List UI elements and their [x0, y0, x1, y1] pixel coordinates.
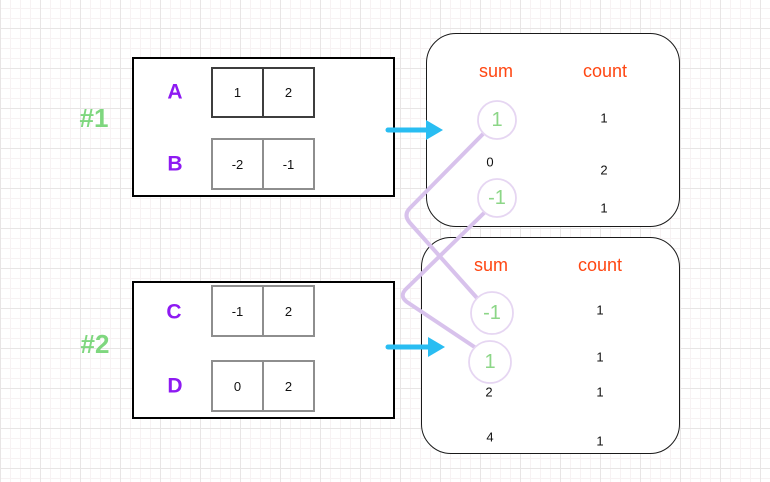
array-a-cell-1: 2 — [262, 69, 313, 116]
array-d-cell-1: 2 — [262, 362, 313, 410]
table-2-sum-1: 1 — [484, 351, 496, 373]
table-1-count-2: 1 — [600, 200, 608, 216]
array-b-cells: -2 -1 — [211, 138, 315, 190]
array-b-cell-1: -1 — [262, 140, 313, 188]
sum-count-table-2 — [421, 237, 680, 454]
array-a-cells: 1 2 — [211, 67, 315, 118]
table-2-count-2: 1 — [596, 384, 604, 400]
array-c-cells: -1 2 — [211, 285, 315, 337]
table-2-sum-3: 4 — [486, 429, 494, 445]
table-2-sum-0: -1 — [483, 302, 501, 324]
array-b-cell-0: -2 — [231, 156, 244, 172]
table-2-header-sum: sum — [473, 255, 509, 275]
array-a-cell-0: 1 — [233, 85, 242, 100]
array-b-label: B — [167, 152, 183, 176]
array-c-cell-0: -1 — [231, 303, 244, 319]
table-2-sum-2: 2 — [485, 384, 493, 400]
table-1-header-sum: sum — [478, 61, 514, 81]
table-2-count-3: 1 — [596, 433, 604, 449]
sum-count-table-1 — [426, 33, 680, 227]
table-1-sum-1: 0 — [486, 154, 494, 170]
table-1-count-1: 2 — [600, 162, 608, 178]
group-1-label: #1 — [79, 103, 109, 133]
table-1-sum-2: -1 — [488, 187, 506, 209]
array-d-cell-0: 0 — [233, 378, 242, 394]
table-1-count-0: 1 — [600, 110, 608, 126]
array-a-label: A — [167, 80, 183, 104]
array-c-cell-1: 2 — [262, 287, 313, 335]
group-2-label: #2 — [80, 329, 110, 359]
table-2-header-count: count — [577, 255, 623, 275]
table-1-header-count: count — [582, 61, 628, 81]
table-2-count-0: 1 — [596, 302, 604, 318]
table-1-sum-0: 1 — [491, 109, 503, 131]
array-d-label: D — [167, 374, 183, 398]
table-2-count-1: 1 — [596, 349, 604, 365]
array-d-cells: 0 2 — [211, 360, 315, 412]
array-c-label: C — [166, 300, 182, 324]
